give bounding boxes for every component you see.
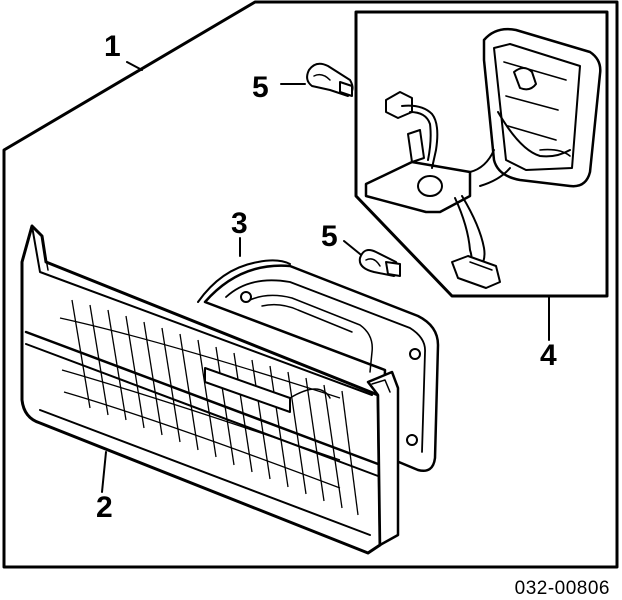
- inset-frame: [354, 10, 609, 298]
- callout-5-lower: 5: [321, 220, 338, 253]
- callout-3: 3: [231, 207, 248, 240]
- callout-5-upper: 5: [252, 71, 269, 104]
- lens-assembly: [20, 224, 400, 555]
- leader-lines: [101, 61, 550, 493]
- socket-harness: [364, 27, 602, 289]
- callout-1: 1: [104, 30, 121, 63]
- bulb-lower: [358, 249, 401, 277]
- callout-4: 4: [540, 339, 557, 372]
- callout-2: 2: [96, 491, 113, 524]
- gasket-housing: [197, 259, 440, 472]
- reflector-ribs: [59, 299, 359, 516]
- diagram-code: 032-00806: [515, 578, 610, 599]
- assembly-frame: [2, 0, 619, 569]
- bulb-upper: [306, 62, 354, 97]
